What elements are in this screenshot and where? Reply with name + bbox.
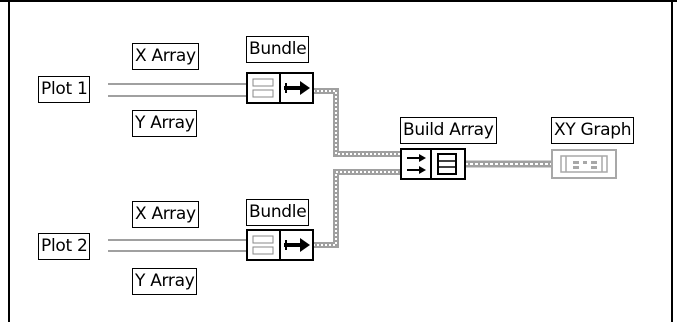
plot1-constant[interactable]: Plot 1 [38, 76, 91, 103]
cluster-wire-1[interactable] [313, 88, 401, 157]
build-array-label: Build Array [400, 117, 497, 144]
plot2-y-array-label: Y Array [132, 268, 198, 295]
plot1-x-array-label: X Array [132, 43, 199, 70]
bundle-icon [252, 74, 310, 102]
build-array-icon [407, 150, 457, 178]
xy-graph-label: XY Graph [551, 117, 635, 144]
xy-graph-terminal-icon [560, 155, 608, 173]
plot1-y-array-label: Y Array [132, 110, 198, 137]
bundle-icon [252, 231, 310, 259]
cluster-wire-2[interactable] [313, 169, 401, 248]
plot2-x-array-label: X Array [132, 201, 199, 228]
plot1-bundle-label: Bundle [246, 36, 310, 63]
plot2-bundle-node[interactable] [246, 229, 314, 261]
build-array-node[interactable] [400, 148, 466, 180]
plot1-bundle-node[interactable] [246, 72, 314, 104]
plot2-bundle-label: Bundle [246, 199, 310, 226]
xy-graph-terminal[interactable] [551, 149, 617, 179]
plot2-constant[interactable]: Plot 2 [38, 233, 91, 260]
